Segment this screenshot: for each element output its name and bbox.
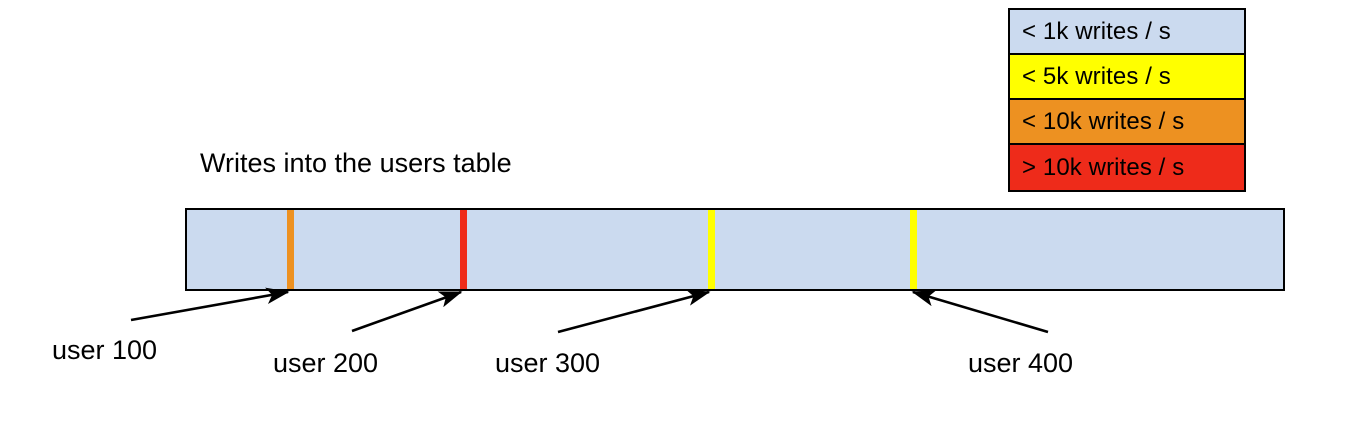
legend: < 1k writes / s < 5k writes / s < 10k wr…	[1008, 8, 1246, 192]
arrow-user-100	[130, 287, 290, 322]
user-label-200: user 200	[273, 348, 379, 378]
legend-row-2: < 10k writes / s	[1010, 100, 1244, 145]
legend-row-3: > 10k writes / s	[1010, 145, 1244, 190]
legend-label: > 10k writes / s	[1022, 153, 1185, 181]
arrow-user-200	[351, 290, 463, 333]
legend-row-1: < 5k writes / s	[1010, 55, 1244, 100]
legend-label: < 10k writes / s	[1022, 107, 1185, 135]
users-table-bar	[185, 208, 1285, 291]
bar-fill	[187, 210, 1283, 289]
legend-label: < 1k writes / s	[1022, 17, 1171, 45]
arrow-user-400	[911, 290, 1049, 334]
diagram-caption: Writes into the users table	[200, 148, 512, 178]
stripe-user-100	[287, 210, 294, 289]
legend-row-0: < 1k writes / s	[1010, 10, 1244, 55]
legend-label: < 5k writes / s	[1022, 62, 1171, 90]
user-label-300: user 300	[495, 348, 601, 378]
arrow-user-300	[557, 289, 711, 334]
stripe-user-200	[460, 210, 467, 289]
stripe-user-300	[708, 210, 715, 289]
stripe-user-400	[910, 210, 917, 289]
user-label-400: user 400	[968, 348, 1074, 378]
user-label-100: user 100	[52, 335, 158, 365]
